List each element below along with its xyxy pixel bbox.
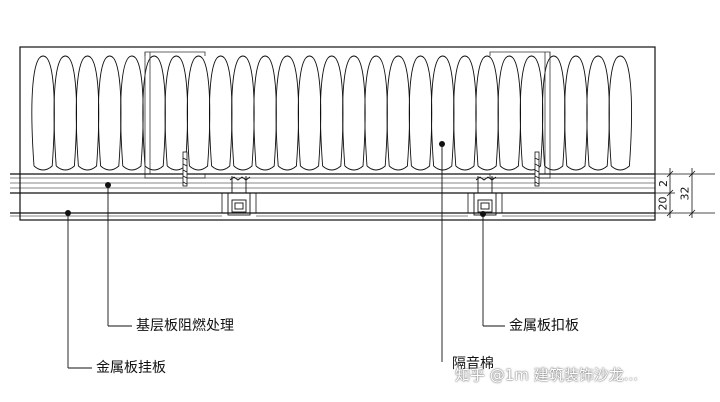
insulation-loop	[98, 55, 122, 171]
insulation-loop	[542, 55, 566, 171]
insulation-loop	[142, 55, 166, 171]
label-sound-board: 隔音棉	[452, 356, 494, 372]
insulation-loop	[120, 55, 144, 171]
metal-panel-layer	[10, 193, 655, 217]
insulation-loop	[342, 55, 366, 171]
dimension-2: 2	[657, 180, 670, 187]
sound-insulation-hatch	[31, 55, 632, 171]
insulation-loop	[408, 55, 433, 171]
steel-stud-right	[489, 51, 551, 179]
insulation-loop	[320, 55, 344, 171]
metal-clip-joint-right	[473, 176, 497, 216]
insulation-loop	[431, 55, 455, 171]
insulation-loop	[186, 55, 211, 171]
label-metal-clip: 金属板扣板	[509, 318, 579, 334]
dimension-32: 32	[678, 186, 692, 201]
steel-stud-left	[144, 51, 206, 179]
dimension-lines	[655, 168, 715, 218]
insulation-loop	[364, 55, 388, 171]
insulation-loop	[275, 55, 299, 171]
insulation-loop	[608, 55, 632, 171]
label-base-layer: 基层板阻燃处理	[136, 318, 234, 334]
insulation-loop	[475, 55, 499, 171]
insulation-loop	[586, 55, 610, 171]
insulation-loop	[453, 55, 477, 171]
screws	[182, 151, 540, 187]
wall-frame	[19, 46, 656, 221]
leader-dots	[65, 141, 486, 217]
insulation-loop	[53, 55, 77, 171]
leader-lines	[67, 144, 505, 369]
insulation-loop	[31, 55, 55, 171]
insulation-loop	[164, 55, 188, 171]
watermark: 知乎 @1m 建筑装饰沙龙...	[455, 366, 638, 384]
label-metal-hanger: 金属板挂板	[96, 360, 166, 376]
dimension-20: 20	[656, 196, 670, 211]
insulation-loop	[297, 55, 322, 171]
base-board-layers	[10, 173, 655, 194]
insulation-loop	[209, 55, 233, 171]
metal-clip-joint-left	[227, 176, 251, 216]
insulation-loop	[253, 55, 277, 171]
insulation-loop	[231, 55, 255, 171]
insulation-loop	[519, 55, 544, 171]
insulation-loop	[564, 55, 588, 171]
insulation-loop	[75, 55, 100, 171]
insulation-loop	[497, 55, 521, 171]
insulation-loop	[386, 55, 410, 171]
